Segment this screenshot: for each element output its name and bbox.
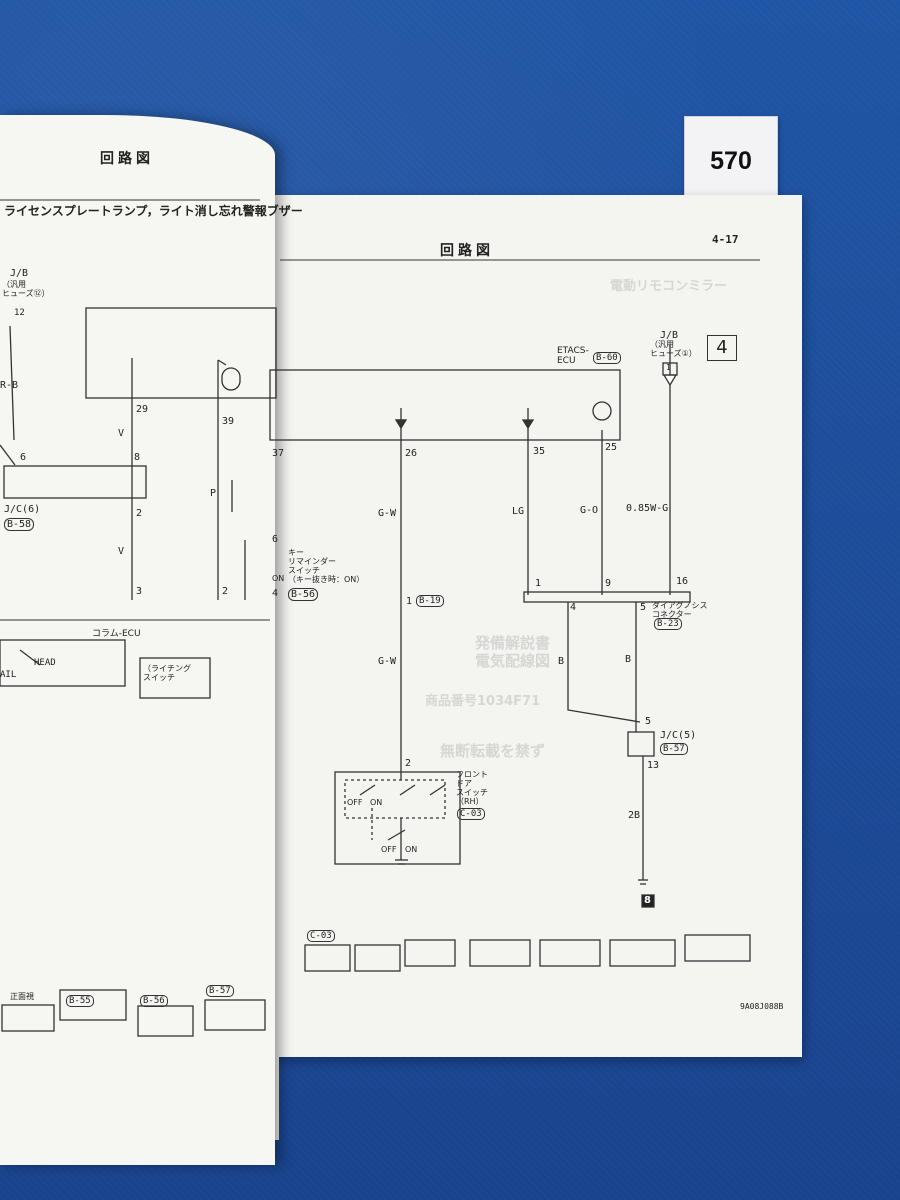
jc-label: J/C(6) — [4, 504, 41, 515]
wire-v2: V — [118, 546, 125, 557]
pin-39: 39 — [222, 416, 235, 427]
ghost-stamp: 商品番号1034F71 — [425, 694, 541, 709]
jc-pin5: 5 — [645, 716, 652, 727]
ecu-code: B-60 — [593, 352, 621, 364]
pin-37: 37 — [272, 448, 285, 459]
right-jb-label: J/B — [660, 330, 679, 341]
wire-gw2: G-W — [378, 656, 397, 667]
wire-2b: 2B — [628, 810, 641, 821]
diag-pin5: 5 — [640, 602, 647, 613]
ghost-text: 電動リモコンミラー — [610, 279, 728, 294]
page-number: 4-17 — [712, 233, 739, 246]
pin-8: 8 — [134, 452, 141, 463]
ghost-stamp: 無断転載を禁ず — [440, 742, 546, 760]
b19-code: B-19 — [416, 595, 444, 607]
key-pin4: 4 — [272, 588, 279, 599]
lighting-switch-label: （ライチング スイッチ — [143, 664, 191, 682]
conn-b56: B-56 — [140, 995, 168, 1007]
b19-pin: 1 — [406, 596, 413, 607]
column-ecu-label: コラム-ECU — [92, 629, 141, 639]
left-page-header: 回路図 — [100, 151, 154, 167]
wire-v1: V — [118, 428, 125, 439]
item-number: 570 — [710, 146, 752, 175]
right-jc-code: B-57 — [660, 743, 688, 755]
jb-sub: （汎用 ヒューズ⑫） — [2, 280, 50, 298]
on-label: ON — [370, 798, 383, 807]
pin-3: 3 — [136, 586, 143, 597]
conn-c03: C-03 — [307, 930, 335, 942]
right-fuse-no: 1 — [666, 363, 671, 372]
item-number-tag: 570 — [684, 116, 778, 206]
key-reminder-label: キー リマインダー スイッチ （キー抜き時：ON） — [288, 548, 365, 584]
ground-number: 8 — [644, 895, 651, 906]
wire-gw1: G-W — [378, 508, 397, 519]
off-label: OFF — [347, 798, 363, 807]
fuse-no: 12 — [14, 308, 25, 318]
right-jb-sub: （汎用 ヒューズ①） — [650, 340, 697, 358]
pin-35: 35 — [533, 446, 546, 457]
head-label: HEAD — [34, 658, 56, 668]
wire-085wg: 0.85W-G — [626, 503, 669, 514]
pin-2: 2 — [136, 508, 143, 519]
door-code: C-03 — [457, 808, 485, 820]
diag-pin9: 9 — [605, 578, 612, 589]
wire-rb: R-B — [0, 380, 19, 391]
wire-b1: B — [558, 656, 565, 667]
off-label: OFF — [381, 845, 397, 854]
right-jc-label: J/C(5) — [660, 730, 697, 741]
diag-code: B-23 — [654, 618, 682, 630]
on-label: ON — [405, 845, 418, 854]
door-switch-label: フロント ドア スイッチ （RH） — [456, 770, 488, 806]
wire-lg: LG — [512, 506, 525, 517]
diag-label: ダイアグノシス コネクター — [652, 601, 708, 619]
jc-pin13: 13 — [647, 760, 660, 771]
ghost-stamp: 発備解説書 — [475, 634, 551, 652]
left-page-title: ライセンスプレートランプ，ライト消し忘れ警報ブザー — [4, 204, 303, 218]
conn-note: 正面視 — [10, 992, 34, 1001]
section-number: 4 — [707, 335, 737, 361]
pin-29: 29 — [136, 404, 149, 415]
right-page — [270, 195, 802, 1057]
pin-25: 25 — [605, 442, 618, 453]
ecu-label: ETACS- ECU — [557, 346, 589, 366]
diag-pin16: 16 — [676, 576, 689, 587]
footer-code: 9A08J088B — [740, 1002, 784, 1011]
diag-pin4: 4 — [570, 602, 577, 613]
pin-2b: 2 — [222, 586, 229, 597]
key-on: ON — [272, 574, 285, 583]
pin-6: 6 — [20, 452, 27, 463]
wire-b2: B — [625, 654, 632, 665]
key-code: B-56 — [288, 588, 319, 601]
wire-go: G-O — [580, 505, 599, 516]
jb-label: J/B — [10, 268, 29, 279]
conn-b55: B-55 — [66, 995, 94, 1007]
wire-p: P — [210, 488, 217, 499]
jc-code: B-58 — [4, 518, 35, 531]
diag-pin1: 1 — [535, 578, 542, 589]
tail-label: AIL — [0, 670, 17, 680]
key-pin6: 6 — [272, 534, 279, 545]
door-pin2: 2 — [405, 758, 412, 769]
conn-b57: B-57 — [206, 985, 234, 997]
right-page-header: 回路図 — [440, 243, 494, 259]
pin-26: 26 — [405, 448, 418, 459]
ghost-stamp: 電気配線図 — [475, 652, 551, 670]
